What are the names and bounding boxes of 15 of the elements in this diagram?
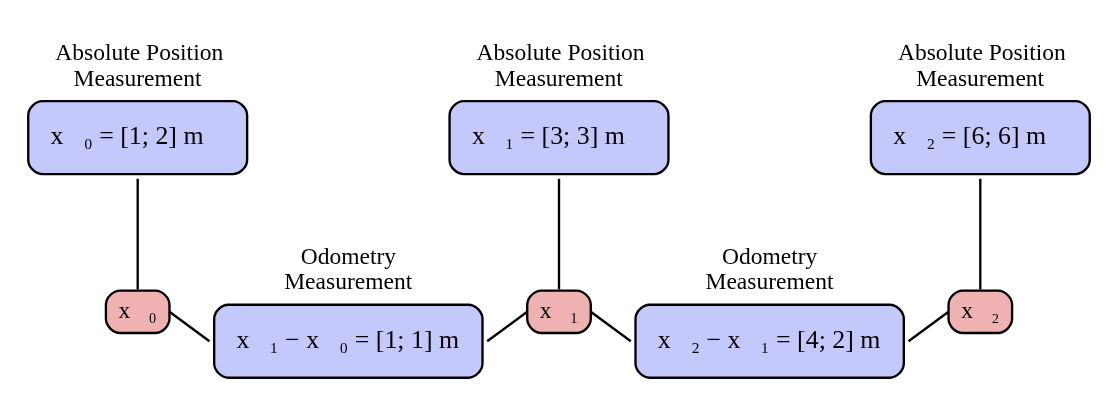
- connector: [486, 310, 528, 343]
- connector: [136, 178, 139, 290]
- node-label: Absolute Position Measurement: [55, 38, 224, 91]
- connector: [590, 310, 632, 343]
- node-label: Absolute Position Measurement: [897, 38, 1066, 91]
- node-box: x⃗₀: [104, 289, 171, 335]
- connector: [168, 310, 211, 343]
- connector: [979, 178, 982, 290]
- node-label: Odometry Measurement: [284, 242, 413, 295]
- connector: [557, 178, 561, 290]
- node-box: x⃗₂: [947, 289, 1014, 335]
- node-box: x⃗₁: [526, 289, 592, 335]
- connector: [907, 310, 950, 343]
- node-label: Absolute Position Measurement: [476, 38, 645, 91]
- node-label: Odometry Measurement: [705, 242, 834, 295]
